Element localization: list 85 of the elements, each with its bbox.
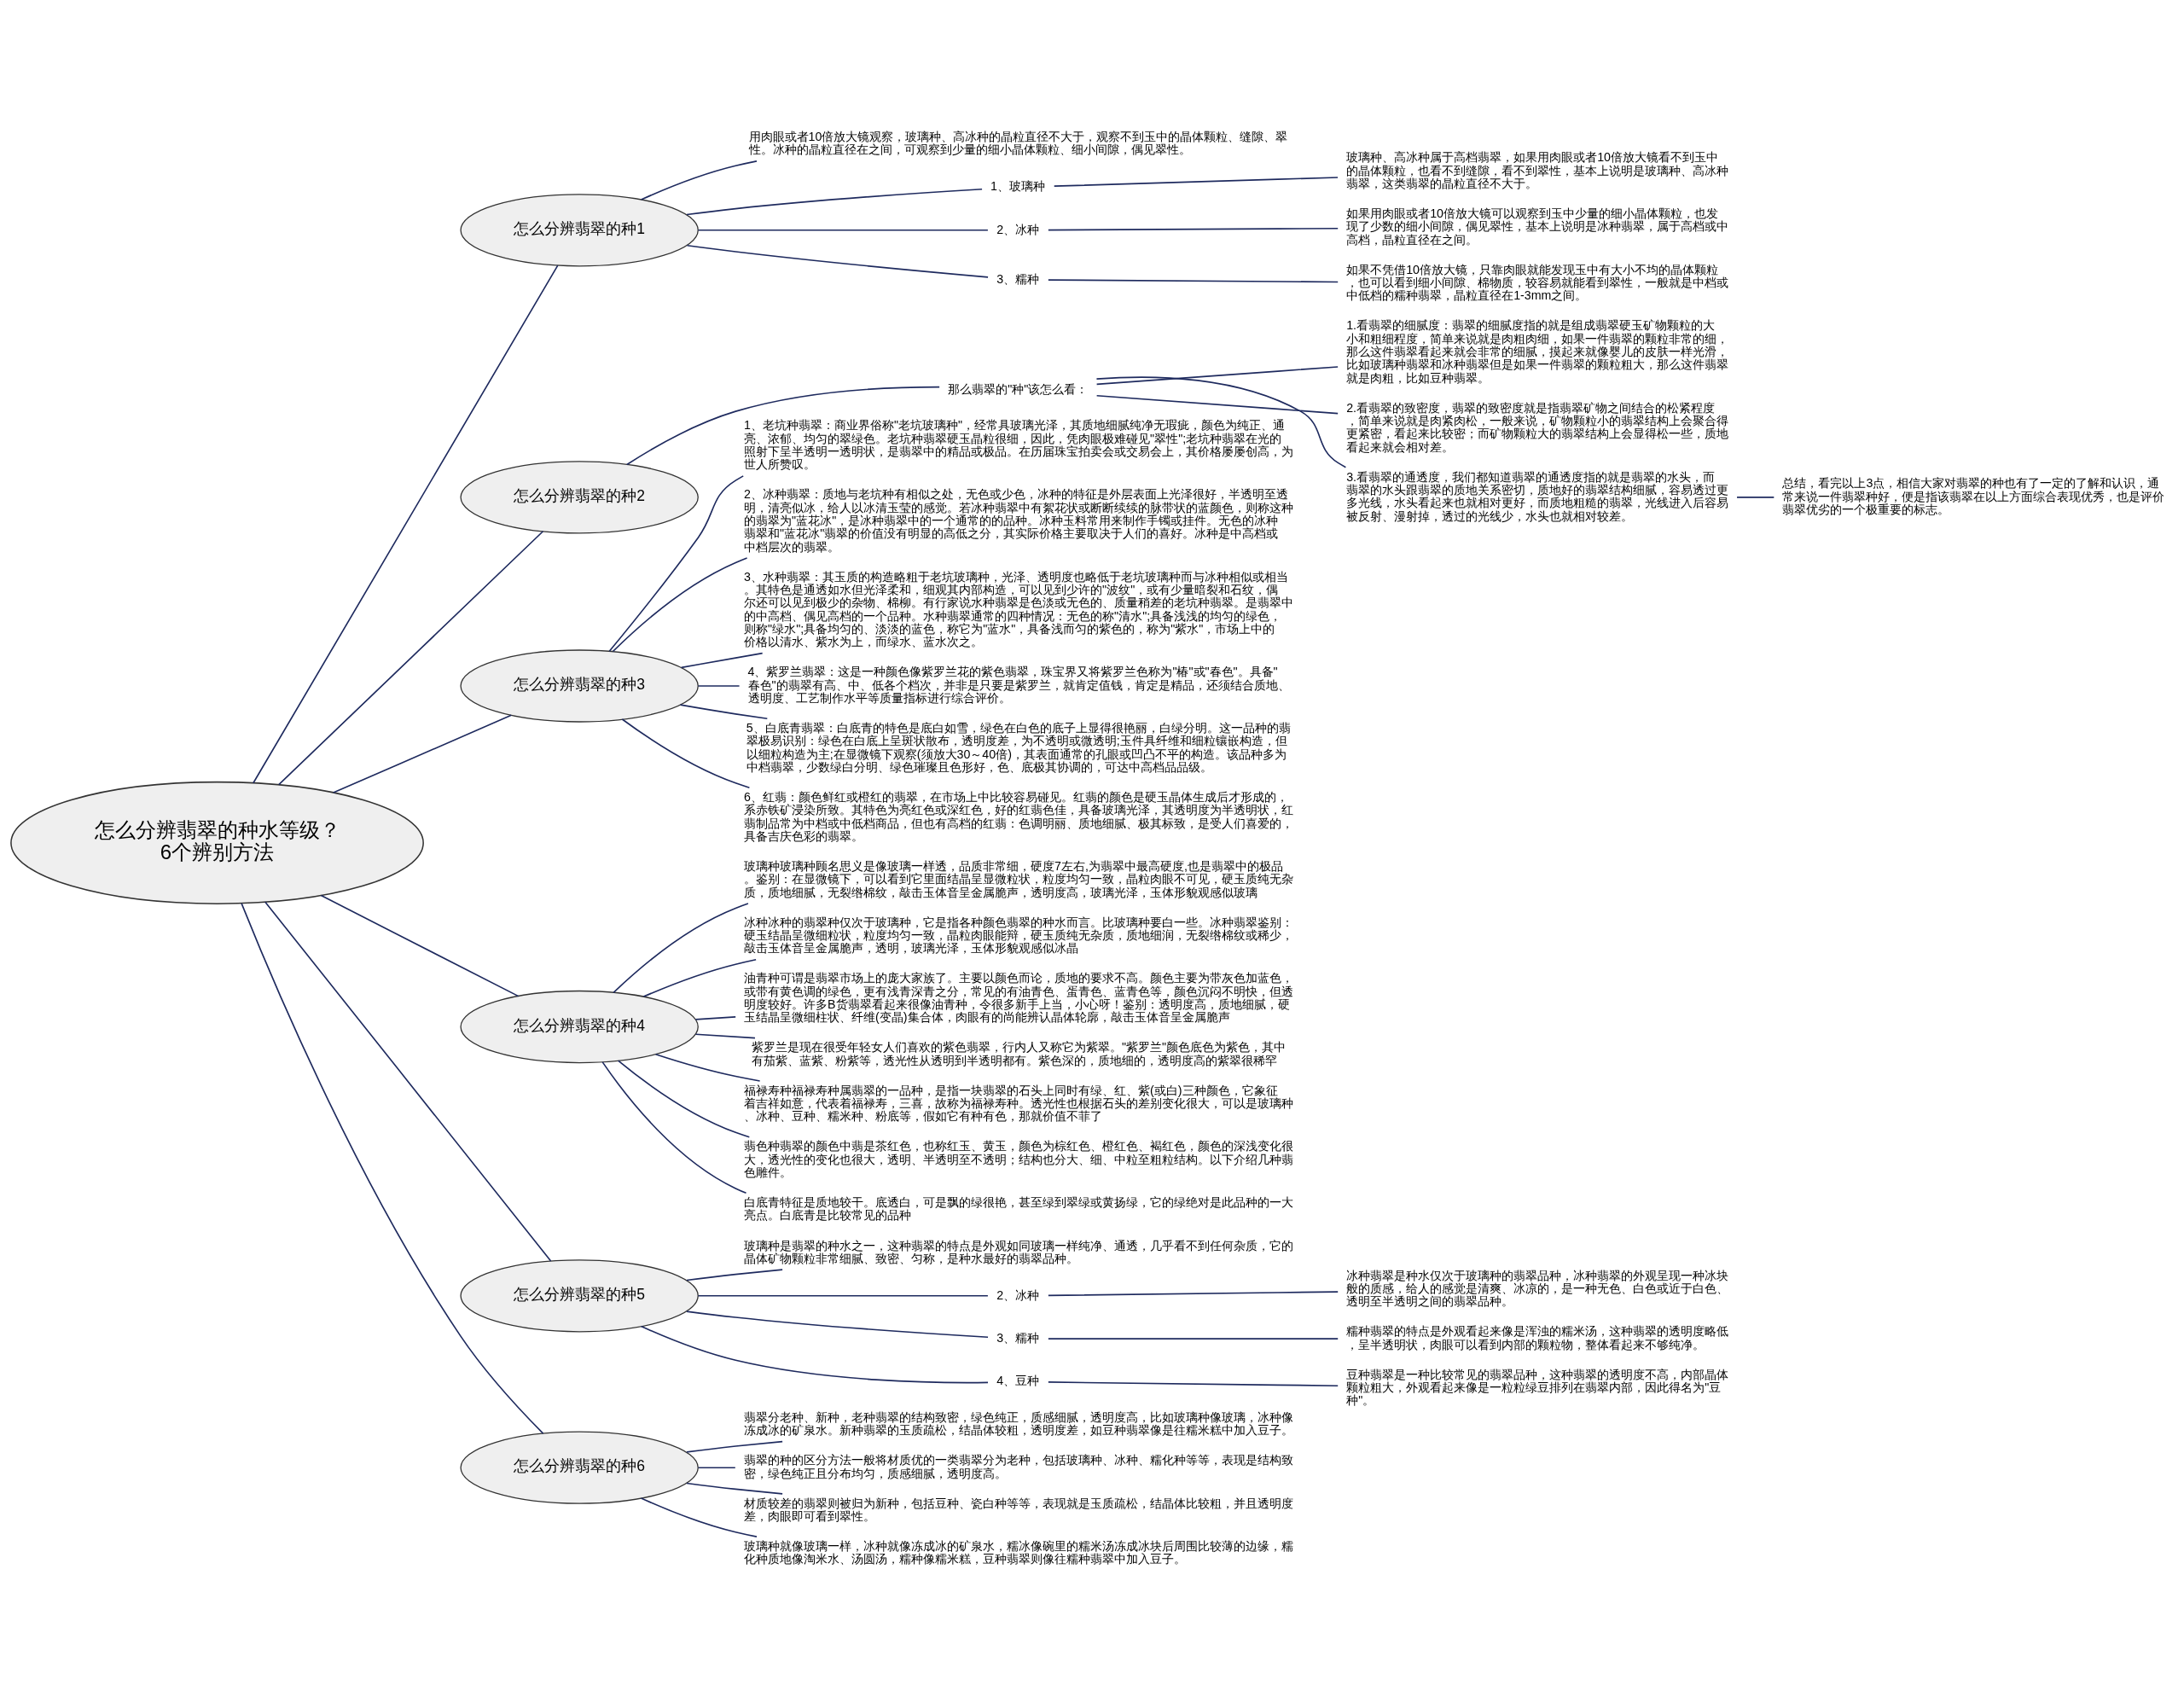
node-text: 3.看翡翠的通透度，我们都知道翡翠的通透度指的就是翡翠的水头，而翡翠的水头跟翡翠的质地关系密切，质地好的翡翠结构细腻，容易透过更多光线，水头看起来也就相对更好，而质地粗糙的翡翠，光线进入后容易被反射、漫射掉，透过的光线少，水头也就相对较差。	[1346, 469, 1729, 523]
connector	[332, 713, 513, 793]
node-text: 3、水种翡翠：其玉质的构造略粗于老坑玻璃种，光泽、透明度也略低于老坑玻璃种而与冰种相似或相当。其特色是通透如水但光泽柔和，细观其内部构造，可以见到少许的"波纹"，或有少量暗裂和石纹，偶尔还可以见到极少的杂物、棉柳。有行家说水种翡翠是色淡或无色的、质量稍差的老坑种翡翠。是翡翠中的中高档、偶见高档的一个品种。水种翡翠通常的四种情况：无色的称"清水";具备浅浅的均匀的绿色，则称"绿水";具备均匀的、淡淡的蓝色，称它为"蓝水"，具备浅而匀的紫色的，称为"紫水"，市场上中的价格以清水、紫水为上，而绿水、蓝水次之。	[744, 569, 1294, 648]
connector	[278, 530, 544, 785]
connector	[608, 474, 745, 652]
node-text: 白底青特征是质地较干。底透白，可是飘的绿很艳，甚至绿到翠绿或黄扬绿，它的绿绝对是此品种的一大亮点。白底青是比较常见的品种	[744, 1194, 1294, 1222]
node-text: 4、豆种	[996, 1373, 1040, 1387]
node-ellipse: 怎么分辨翡翠的种3	[460, 648, 699, 723]
connector	[264, 901, 552, 1262]
node-text: 冰种冰种的翡翠种仅次于玻璃种，它是指各种颜色翡翠的种水而言。比玻璃种要白一些。冰种翡翠鉴别：硬玉结晶呈微细粒状，粒度均匀一致，晶粒肉眼能辩，硬玉质纯无杂质，质地细润，无裂绺棉纹或稀少，敲击玉体音呈金属脆声，透明，玻璃光泽，玉体形貌观感似冰晶	[744, 915, 1294, 955]
connector	[1095, 394, 1339, 414]
connector	[626, 386, 940, 465]
node-ellipse: 怎么分辨翡翠的种4	[460, 990, 699, 1063]
node-text: 福禄寿种福禄寿种属翡翠的一品种，是指一块翡翠的石头上同时有绿、红、紫(或白)三种颜色，它象征着吉祥如意，代表着福禄寿，三喜，故称为福禄寿种。透光性也根据石头的差别变化很大，可以是玻璃种、冰种、豆种、糯米种、粉底等，假如它有种有色，那就价值不菲了	[744, 1083, 1294, 1123]
connector	[613, 902, 749, 993]
node-text: 2.看翡翠的致密度，翡翠的致密度就是指翡翠矿物之间结合的松紧程度，简单来说就是肉紧肉松，一般来说，矿物颗粒小的翡翠结构上会聚合得更紧密，看起来比较密；而矿物颗粒大的翡翠结构上会显得松一些，质地看起来就会相对差。	[1346, 400, 1729, 454]
node-text: 3、糯种	[996, 1330, 1040, 1345]
connector	[686, 188, 983, 215]
connector	[686, 1310, 989, 1338]
connector	[697, 1466, 736, 1468]
node-text: 糯种翡翠的特点是外观看起来像是浑浊的糯米汤，这种翡翠的透明度略低，呈半透明状，肉眼可以看到内部的颗粒物，整体看起来不够纯净。	[1346, 1323, 1729, 1351]
connector	[621, 718, 751, 788]
node-text: 那么翡翠的"种"该怎么看：	[948, 381, 1089, 396]
node-text: 玻璃种玻璃种顾名思义是像玻璃一样透，品质非常细，硬度7左右,为翡翠中最高硬度,也是翡翠中的极品。鉴别：在显微镜下，可以看到它里面结晶呈显微粒状，粒度均匀一致，晶粒肉眼不可见，硬玉质纯无杂质，质地细腻，无裂绺棉纹，敲击玉体音呈金属脆声，透明度高，玻璃光泽，玉体形貌观感似玻璃	[744, 858, 1294, 899]
node-text: 玻璃种就像玻璃一样，冰种就像冻成冰的矿泉水，糯冰像碗里的糯米汤冻成冰块后周围比较薄的边缘，糯化种质地像淘米水、汤圆汤，糯种像糯米糕，豆种翡翠则像往糯种翡翠中加入豆子。	[744, 1538, 1294, 1566]
connector	[697, 684, 741, 687]
node-text: 1、老坑种翡翠：商业界俗称"老坑玻璃种"，经常具玻璃光泽，其质地细腻纯净无瑕疵，颜色为纯正、通亮、浓郁、均匀的翠绿色。老坑种翡翠硬玉晶粒很细，因此，凭肉眼极难碰见"翠性";老坑种翡翠在光的照射下呈半透明一透明状，是翡翠中的精品或极品。在历届珠宝拍卖会或交易会上，其价格屡屡创高，为世人所赞叹。	[744, 417, 1294, 471]
node-text: 3、糯种	[996, 271, 1040, 286]
connector	[686, 244, 989, 278]
node-text: 翡翠分老种、新种，老种翡翠的结构致密，绿色纯正，质感细腻，透明度高，比如玻璃种像玻璃，冰种像冻成冰的矿泉水。新种翡翠的玉质疏松，结晶体较粗，透明度差，如豆种翡翠像是往糯米糕中加入豆子。	[744, 1409, 1294, 1437]
node-ellipse: 怎么分辨翡翠的种水等级？6个辨别方法	[10, 781, 424, 904]
connector	[320, 894, 520, 997]
connector	[694, 1015, 737, 1020]
connector	[680, 652, 764, 668]
node-text: 总结，看完以上3点，相信大家对翡翠的种也有了一定的了解和认识，通常来说一件翡翠种好，便是指该翡翠在以上方面综合表现优秀，也是评价翡翠优劣的一个极重要的标志。	[1782, 475, 2165, 516]
node-text: 6、红翡：颜色鲜红或橙红的翡翠，在市场上中比较容易碰见。红翡的颜色是硬玉晶体生成后才形成的，系赤铁矿浸染所致。其特色为亮红色或深红色，好的红翡色佳，具备玻璃光泽，其透明度为半透明状，红翡制品常为中档或中低档商品，但也有高档的红翡：色调明丽、质地细腻、极其标致，是受人们喜爱的，具备吉庆色彩的翡翠。	[744, 789, 1294, 843]
connector	[686, 1440, 783, 1453]
connector	[654, 1053, 761, 1082]
node-text: 翡色种翡翠的颜色中翡是茶红色，也称红玉、黄玉，颜色为棕红色、橙红色、褐红色，颜色的深浅变化很大，透光性的变化也很大，透明、半透明至不透明；结构也分大、细、中粒至粗粒结构。以下介绍几种翡色雕件。	[744, 1138, 1294, 1179]
node-ellipse: 怎么分辨翡翠的种1	[460, 193, 699, 266]
connector	[694, 1032, 756, 1038]
node-text: 玻璃种、高冰种属于高档翡翠，如果用肉眼或者10倍放大镜看不到玉中的晶体颗粒，也看不到缝隙，看不到翠性，基本上说明是玻璃种、高冰种翡翠，这类翡翠的晶粒直径不大于。	[1346, 149, 1729, 190]
connector	[241, 902, 544, 1434]
node-text: 5、白底青翡翠：白底青的特色是底白如雪，绿色在白色的底子上显得很艳丽，白绿分明。这一品种的翡翠极易识别：绿色在白底上呈斑状散布，透明度差，为不透明或微透明;玉件具纤维和细粒镶嵌构造，但以细粒构造为主;在显微镜下观察(须放大30～40倍)，其表面通常的孔眼或凹凸不平的构造。该品种多为中档翡翠，少数绿白分明、绿色璀璨且色形好，色、底极其协调的，可达中高档品品级。	[746, 720, 1291, 774]
connector	[697, 229, 989, 231]
node-text: 材质较差的翡翠则被归为新种，包括豆种、瓷白种等等，表现就是玉质疏松，结晶体比较粗，并且透明度差，肉眼即可看到翠性。	[744, 1496, 1294, 1523]
connector	[1048, 227, 1339, 230]
connector	[1095, 365, 1339, 385]
connector	[640, 160, 758, 201]
node-ellipse: 怎么分辨翡翠的种6	[460, 1431, 699, 1504]
node-text: 如果不凭借10倍放大镜，只靠肉眼就能发现玉中有大小不均的晶体颗粒，也可以看到细小间隙、棉物质，较容易就能看到翠性，一般就是中档或中低档的糯种翡翠，晶粒直径在1-3mm之间。	[1346, 262, 1729, 302]
connector	[601, 1061, 747, 1194]
connector	[612, 556, 748, 652]
connector	[1048, 1290, 1339, 1296]
node-text: 紫罗兰是现在很受年轻女人们喜欢的紫色翡翠，行内人又称它为紫翠。"紫罗兰"颜色底色为紫色，其中有茄紫、蓝紫、粉紫等，透光性从透明到半透明都有。紫色深的，质地细的，透明度高的紫翠很稀罕	[751, 1039, 1286, 1067]
connector	[1053, 176, 1339, 187]
connector	[1048, 278, 1339, 282]
node-text: 豆种翡翠是一种比较常见的翡翠品种，这种翡翠的透明度不高，内部晶体颗粒粗大，外观看起来像是一粒粒绿豆排列在翡翠内部，因此得名为"豆种"。	[1346, 1367, 1729, 1407]
node-text: 4、紫罗兰翡翠：这是一种颜色像紫罗兰花的紫色翡翠，珠宝界又将紫罗兰色称为"椿"或"春色"。具备"春色"的翡翠有高、中、低各个档次，并非是只要是紫罗兰，就肯定值钱，肯定是精品，还须结合质地、透明度、工艺制作水平等质量指标进行综合评价。	[747, 664, 1290, 705]
connector	[642, 958, 757, 997]
node-text: 冰种翡翠是种水仅次于玻璃种的翡翠品种，冰种翡翠的外观呈现一种冰块般的质感，给人的感觉是清爽、冰凉的，是一种无色、白色或近于白色、透明至半透明之间的翡翠品种。	[1346, 1268, 1729, 1308]
connector	[686, 1268, 783, 1281]
node-ellipse: 怎么分辨翡翠的种2	[460, 460, 699, 533]
connector	[253, 264, 559, 784]
node-text: 用肉眼或者10倍放大镜观察，玻璃种、高冰种的晶粒直径不大于，观察不到玉中的晶体颗粒、缝隙、翠性。冰种的晶粒直径在之间，可观察到少量的细小晶体颗粒、细小间隙，偶见翠性。	[748, 129, 1288, 156]
connector	[640, 1325, 989, 1383]
node-text: 2、冰种	[996, 1287, 1040, 1302]
node-text: 1、玻璃种	[990, 178, 1046, 193]
connector	[1736, 496, 1775, 498]
node-text: 1.看翡翠的细腻度：翡翠的细腻度指的就是组成翡翠硬玉矿物颗粒的大小和粗细程度，简单来说就是肉粗肉细，如果一件翡翠的颗粒非常的细，那么这件翡翠看起来就会非常的细腻，摸起来就像婴儿的皮肤一样光滑，比如玻璃种翡翠和冰种翡翠但是如果一件翡翠的颗粒粗大，那么这件翡翠就是肉粗，比如豆种翡翠。	[1346, 317, 1729, 385]
node-text: 如果用肉眼或者10倍放大镜可以观察到玉中少量的细小晶体颗粒，也发现了少数的细小间隙，偶见翠性，基本上说明是冰种翡翠，属于高档或中高档，晶粒直径在之间。	[1346, 206, 1729, 247]
connector	[640, 1496, 758, 1537]
connector	[697, 1294, 989, 1297]
connector	[1095, 375, 1347, 468]
connector	[1048, 1337, 1339, 1340]
node-text: 翡翠的种的区分方法一般将材质优的一类翡翠分为老种，包括玻璃种、冰种、糯化种等等，表现是结构致密，绿色纯正且分布均匀，质感细腻，透明度高。	[744, 1452, 1294, 1480]
connector	[617, 1059, 751, 1137]
node-text: 2、冰种	[996, 222, 1040, 236]
node-text: 2、冰种翡翠：质地与老坑种有相似之处，无色或少色，冰种的特征是外层表面上光泽很好，半透明至透明，清亮似冰，给人以冰清玉莹的感觉。若冰种翡翠中有絮花状或断断续续的脉带状的蓝颜色，则称这种的翡翠为"蓝花冰"，是冰种翡翠中的一个通常的的品种。冰种玉料常用来制作手镯或挂件。无色的冰种翡翠和"蓝花冰"翡翠的价值没有明显的高低之分，其实际价格主要取决于人们的喜好。冰种是中高档或中档层次的翡翠。	[744, 486, 1294, 554]
node-ellipse: 怎么分辨翡翠的种5	[460, 1258, 699, 1332]
connector	[686, 1482, 783, 1495]
connector	[679, 703, 769, 719]
connector	[1048, 1380, 1339, 1386]
node-text: 油青种可谓是翡翠市场上的庞大家族了。主要以颜色而论，质地的要求不高。颜色主要为带灰色加蓝色，或带有黄色调的绿色，更有浅青深青之分，常见的有油青色、蛋青色、蓝青色等，颜色沉闷不明快，但透明度较好。许多B货翡翠看起来很像油青种，令很多新手上当，小心呀！鉴别：透明度高，质地细腻，硬玉结晶呈微细柱状、纤维(变晶)集合体，肉眼有的尚能辨认晶体轮廓，敲击玉体音呈金属脆声	[744, 970, 1294, 1024]
node-text: 玻璃种是翡翠的种水之一，这种翡翠的特点是外观如同玻璃一样纯净、通透，几乎看不到任何杂质，它的晶体矿物颗粒非常细腻、致密、匀称，是种水最好的翡翠品种。	[744, 1238, 1294, 1265]
